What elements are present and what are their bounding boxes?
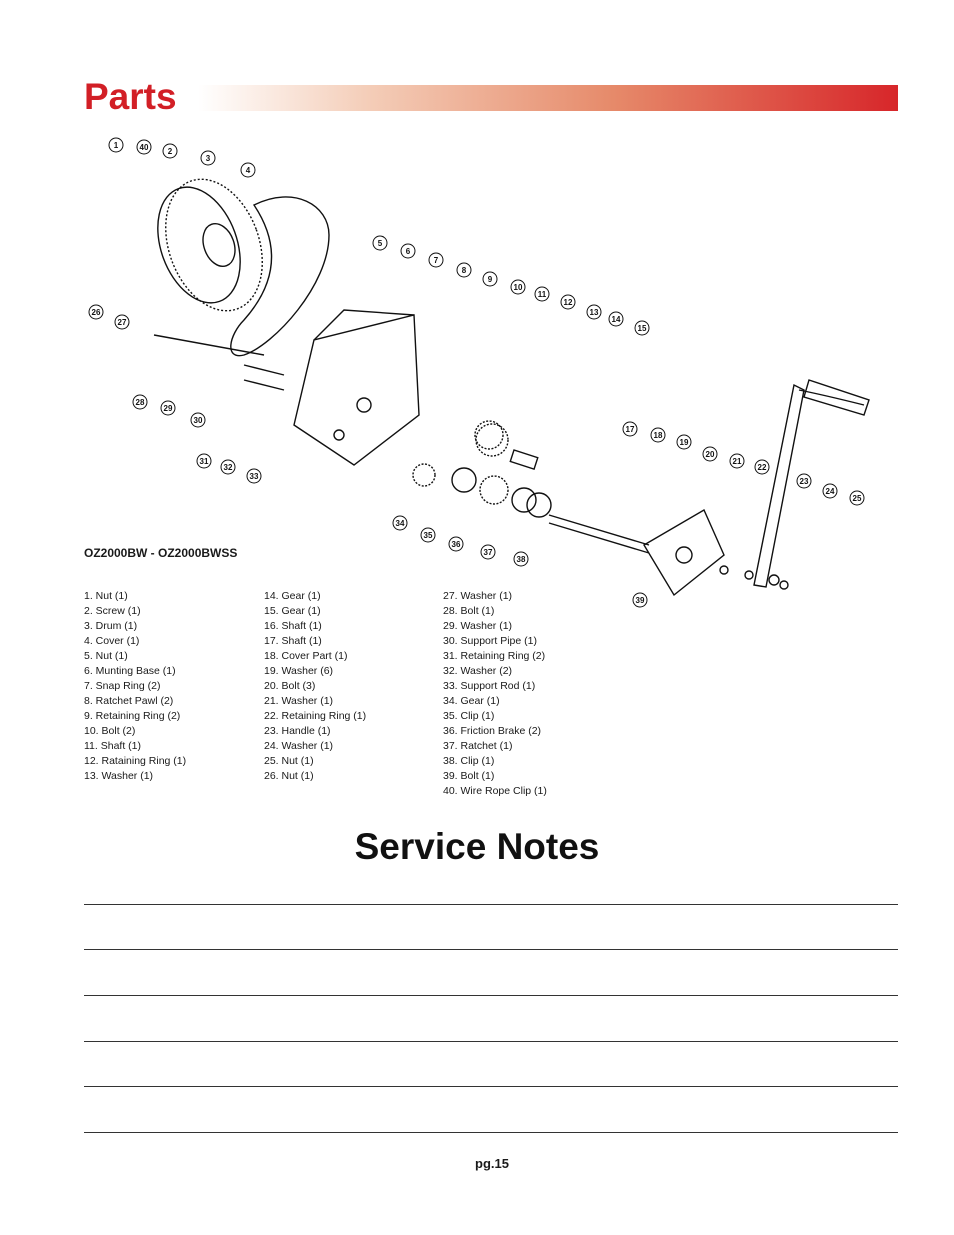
list-item: 8. Ratchet Pawl (2) — [84, 695, 174, 707]
svg-text:15: 15 — [638, 324, 647, 333]
svg-text:6: 6 — [406, 247, 411, 256]
page-number: pg.15 — [475, 1156, 509, 1171]
page-title: Parts — [84, 76, 185, 118]
list-item: 22. Retaining Ring (1) — [264, 710, 367, 722]
list-item: 1. Nut (1) — [84, 590, 128, 602]
svg-text:19: 19 — [680, 438, 689, 447]
svg-text:5: 5 — [378, 239, 383, 248]
list-item: 2. Screw (1) — [84, 605, 141, 617]
list-item: 32. Washer (2) — [443, 665, 513, 677]
list-item: 40. Wire Rope Clip (1) — [443, 785, 547, 797]
svg-text:13: 13 — [590, 308, 599, 317]
list-item: 21. Washer (1) — [264, 695, 334, 707]
svg-text:21: 21 — [733, 457, 742, 466]
list-item: 29. Washer (1) — [443, 620, 513, 632]
svg-text:39: 39 — [636, 596, 645, 605]
list-item: 37. Ratchet (1) — [443, 740, 513, 752]
svg-text:8: 8 — [462, 266, 467, 275]
list-item: 31. Retaining Ring (2) — [443, 650, 546, 662]
list-item: 33. Support Rod (1) — [443, 680, 536, 692]
note-line — [84, 1132, 898, 1133]
svg-text:18: 18 — [654, 431, 663, 440]
svg-text:32: 32 — [224, 463, 233, 472]
list-item: 16. Shaft (1) — [264, 620, 322, 632]
list-item: 6. Munting Base (1) — [84, 665, 176, 677]
header-bar — [84, 85, 898, 111]
list-item: 20. Bolt (3) — [264, 680, 316, 692]
svg-text:24: 24 — [826, 487, 835, 496]
note-line — [84, 1041, 898, 1042]
service-notes-title: Service Notes — [354, 826, 600, 867]
list-item: 30. Support Pipe (1) — [443, 635, 537, 647]
parts-list-column-1: 1. Nut (1) 2. Screw (1) 3. Drum (1) 4. C… — [84, 589, 186, 784]
note-line — [84, 1086, 898, 1087]
svg-text:7: 7 — [434, 256, 439, 265]
svg-text:33: 33 — [250, 472, 259, 481]
svg-text:4: 4 — [246, 166, 251, 175]
svg-text:3: 3 — [206, 154, 211, 163]
svg-text:10: 10 — [514, 283, 523, 292]
list-item: 5. Nut (1) — [84, 650, 128, 662]
list-item: 7. Snap Ring (2) — [84, 680, 161, 692]
svg-text:26: 26 — [92, 308, 101, 317]
list-item: 38. Clip (1) — [443, 755, 495, 767]
list-item: 39. Bolt (1) — [443, 770, 495, 782]
svg-text:31: 31 — [200, 457, 209, 466]
list-item: 17. Shaft (1) — [264, 635, 322, 647]
svg-text:20: 20 — [706, 450, 715, 459]
list-item: 14. Gear (1) — [264, 590, 321, 602]
svg-text:23: 23 — [800, 477, 809, 486]
svg-text:27: 27 — [118, 318, 127, 327]
svg-text:38: 38 — [517, 555, 526, 564]
parts-list-column-2: 14. Gear (1) 15. Gear (1) 16. Shaft (1) … — [264, 589, 366, 784]
list-item: 19. Washer (6) — [264, 665, 334, 677]
list-item: 28. Bolt (1) — [443, 605, 495, 617]
svg-text:30: 30 — [194, 416, 203, 425]
list-item: 34. Gear (1) — [443, 695, 500, 707]
svg-text:29: 29 — [164, 404, 173, 413]
svg-text:12: 12 — [564, 298, 573, 307]
list-item: 9. Retaining Ring (2) — [84, 710, 181, 722]
svg-text:17: 17 — [626, 425, 635, 434]
svg-text:1: 1 — [114, 141, 119, 150]
list-item: 12. Rataining Ring (1) — [84, 755, 187, 767]
svg-text:22: 22 — [758, 463, 767, 472]
list-item: 18. Cover Part (1) — [264, 650, 348, 662]
note-line — [84, 904, 898, 905]
list-item: 13. Washer (1) — [84, 770, 154, 782]
model-number: OZ2000BW - OZ2000BWSS — [84, 546, 238, 560]
svg-text:14: 14 — [612, 315, 621, 324]
list-item: 10. Bolt (2) — [84, 725, 136, 737]
svg-text:11: 11 — [538, 290, 547, 299]
parts-list-column-3: 27. Washer (1) 28. Bolt (1) 29. Washer (… — [443, 589, 547, 799]
svg-text:2: 2 — [168, 147, 173, 156]
list-item: 25. Nut (1) — [264, 755, 314, 767]
svg-text:25: 25 — [853, 494, 862, 503]
note-line — [84, 949, 898, 950]
list-item: 3. Drum (1) — [84, 620, 138, 632]
list-item: 15. Gear (1) — [264, 605, 321, 617]
list-item: 36. Friction Brake (2) — [443, 725, 542, 737]
list-item: 27. Washer (1) — [443, 590, 513, 602]
svg-text:9: 9 — [488, 275, 493, 284]
svg-text:28: 28 — [136, 398, 145, 407]
svg-text:40: 40 — [140, 143, 149, 152]
list-item: 11. Shaft (1) — [84, 740, 142, 752]
svg-text:34: 34 — [396, 519, 405, 528]
list-item: 24. Washer (1) — [264, 740, 334, 752]
svg-text:36: 36 — [452, 540, 461, 549]
list-item: 23. Handle (1) — [264, 725, 331, 737]
svg-text:35: 35 — [424, 531, 433, 540]
list-item: 4. Cover (1) — [84, 635, 140, 647]
list-item: 35. Clip (1) — [443, 710, 495, 722]
note-line — [84, 995, 898, 996]
list-item: 26. Nut (1) — [264, 770, 314, 782]
svg-text:37: 37 — [484, 548, 493, 557]
